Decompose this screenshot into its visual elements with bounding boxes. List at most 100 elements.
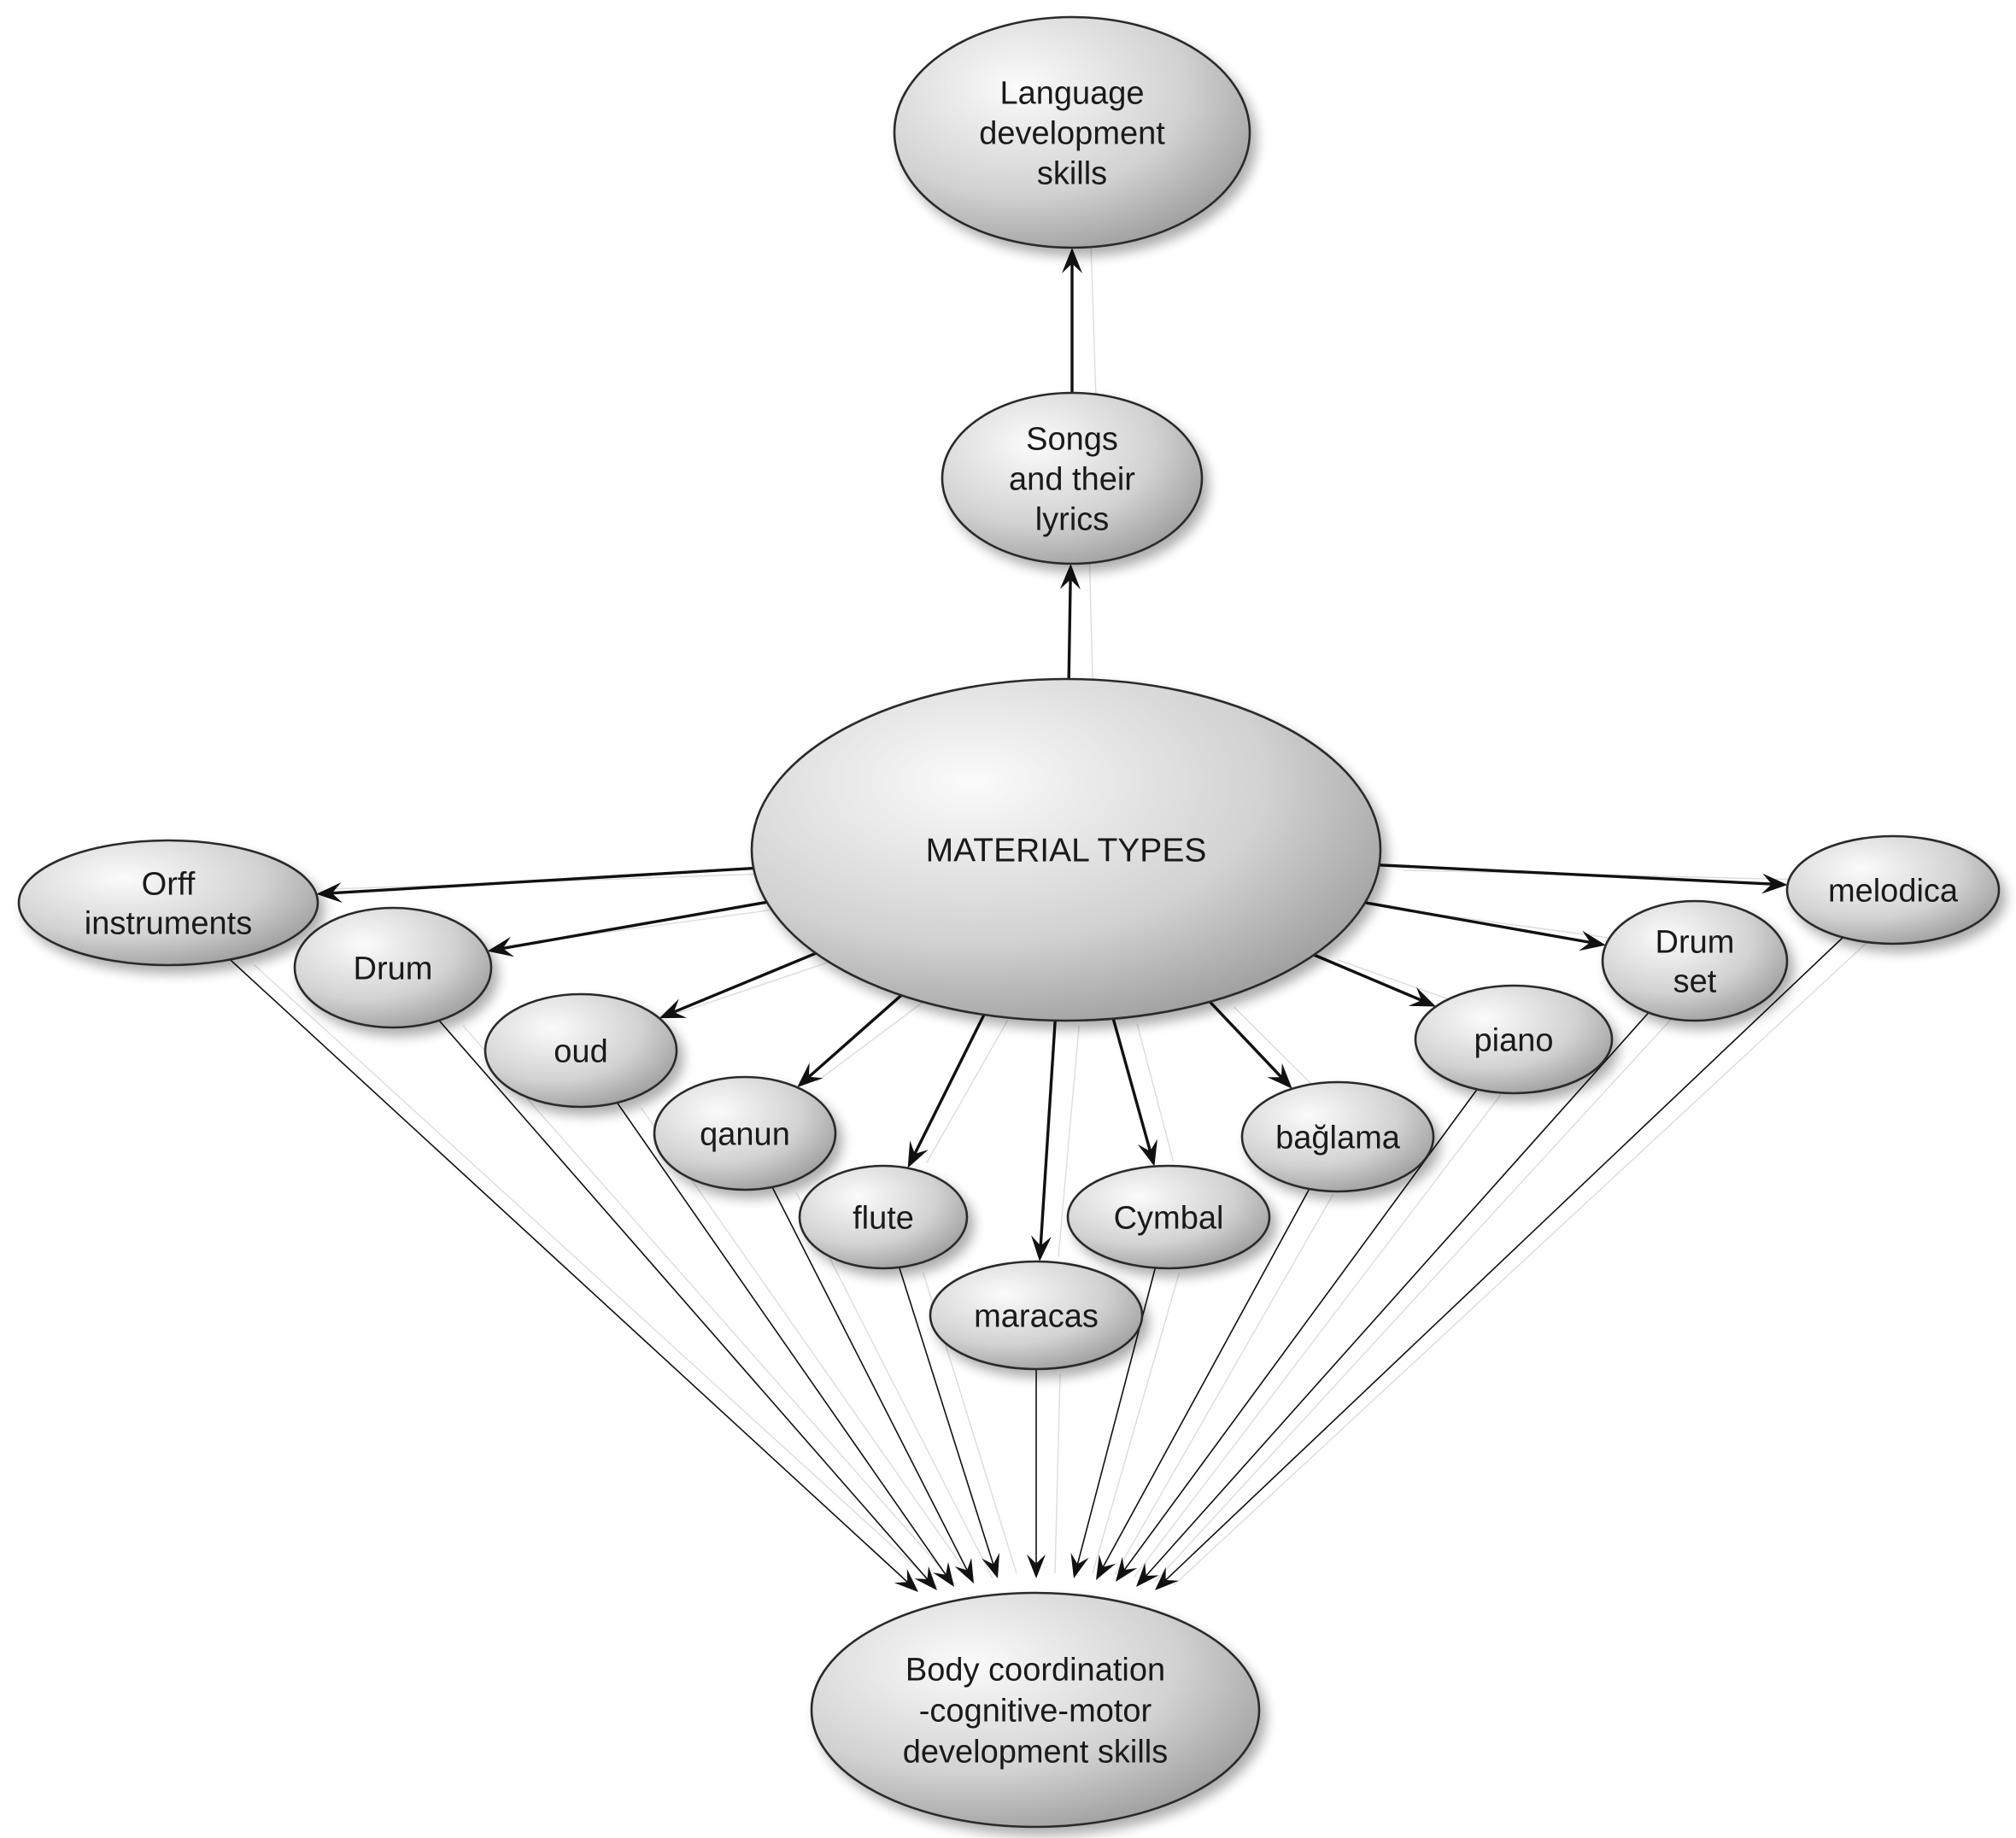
arrowhead-material-to-songs — [1059, 564, 1081, 590]
drumset-label-line: Drum — [1656, 924, 1735, 960]
drumset-label-line: set — [1673, 963, 1717, 999]
edge-material-to-qanun — [807, 994, 903, 1079]
body-label-line: -cognitive-motor — [919, 1693, 1152, 1729]
baglama-label-line: bağlama — [1275, 1120, 1401, 1156]
arrowhead-songs-to-language — [1062, 248, 1082, 273]
flute-node[interactable]: flute — [798, 1164, 969, 1270]
arrowhead-maracas-to-body — [1027, 1554, 1046, 1578]
songs-ellipse — [941, 391, 1204, 565]
maracas-node[interactable]: maracas — [929, 1260, 1144, 1371]
edge-shadow-material-piano — [1337, 959, 1456, 1003]
arrowhead-drum-to-body — [914, 1566, 937, 1590]
edge-oud-to-body — [616, 1102, 947, 1576]
oud-node[interactable]: oud — [483, 992, 678, 1109]
edge-shadow-material-maracas — [1058, 1025, 1080, 1257]
cymbal-ellipse — [1066, 1164, 1271, 1270]
cymbal-label-line: Cymbal — [1114, 1200, 1224, 1236]
edge-shadow-maracas-body — [1054, 1373, 1061, 1574]
material-label-line: MATERIAL TYPES — [926, 833, 1207, 869]
edge-shadow-material-qanun — [815, 999, 926, 1083]
body-label-line: development skills — [903, 1734, 1168, 1770]
body-node[interactable]: Body coordination-cognitive-motordevelop… — [810, 1591, 1261, 1829]
language-label-line: skills — [1037, 155, 1107, 191]
edge-material-to-drum — [501, 900, 767, 951]
edge-orff-to-body — [229, 958, 909, 1583]
oud-label-line: oud — [554, 1033, 607, 1069]
cymbal-node[interactable]: Cymbal — [1066, 1164, 1271, 1270]
edge-shadow-melodica-body — [1173, 942, 1867, 1586]
baglama-node[interactable]: bağlama — [1240, 1080, 1435, 1193]
arrowhead-orff-to-body — [894, 1569, 918, 1592]
edge-material-to-baglama — [1209, 1000, 1283, 1079]
edge-material-to-oud — [672, 951, 817, 1014]
arrowhead-oud-to-body — [933, 1561, 954, 1587]
orff-ellipse — [17, 839, 319, 967]
edge-flute-to-body — [898, 1267, 994, 1566]
edge-baglama-to-body — [1102, 1188, 1310, 1568]
piano-ellipse — [1414, 984, 1614, 1095]
arrowhead-material-to-orff — [316, 882, 343, 903]
melodica-label-line: melodica — [1828, 873, 1959, 909]
arrowhead-material-to-baglama — [1267, 1062, 1292, 1089]
edge-shadow-drum-body — [462, 1025, 957, 1586]
drum-ellipse — [293, 906, 493, 1029]
melodica-ellipse — [1785, 834, 2001, 945]
drum-node[interactable]: Drum — [293, 906, 493, 1029]
edge-material-to-flute — [913, 1014, 986, 1156]
arrowhead-material-to-melodica — [1761, 873, 1788, 894]
material-node[interactable]: MATERIAL TYPES — [750, 677, 1382, 1022]
songs-label-line: and their — [1009, 461, 1135, 497]
arrowhead-piano-to-body — [1116, 1556, 1138, 1582]
arrowhead-material-to-maracas — [1031, 1235, 1052, 1261]
qanun-node[interactable]: qanun — [653, 1075, 837, 1191]
edge-shadow-material-cymbal — [1136, 1023, 1175, 1162]
arrowhead-material-to-flute — [907, 1140, 929, 1168]
arrowhead-baglama-to-body — [1096, 1554, 1116, 1580]
piano-node[interactable]: piano — [1414, 984, 1614, 1095]
orff-label-line: Orff — [142, 866, 196, 902]
edge-drum-to-body — [438, 1020, 929, 1580]
maracas-label-line: maracas — [974, 1298, 1099, 1334]
edge-material-to-drumset — [1364, 901, 1591, 945]
arrowhead-material-to-qanun — [797, 1062, 823, 1088]
edge-layer — [229, 248, 1844, 1592]
drum-label-line: Drum — [354, 951, 433, 986]
qanun-ellipse — [653, 1075, 837, 1191]
flute-ellipse — [798, 1164, 969, 1270]
oud-ellipse — [483, 992, 678, 1109]
drumset-ellipse — [1601, 899, 1789, 1022]
arrowhead-flute-to-body — [982, 1553, 999, 1578]
melodica-node[interactable]: melodica — [1785, 834, 2001, 945]
maracas-ellipse — [929, 1260, 1144, 1371]
edge-material-to-orff — [331, 866, 754, 895]
songs-label-line: Songs — [1026, 421, 1118, 457]
orff-label-line: instruments — [85, 905, 252, 941]
edge-material-to-cymbal — [1111, 1018, 1152, 1152]
arrowhead-material-to-drum — [487, 936, 515, 957]
material-ellipse — [750, 677, 1382, 1022]
edge-shadow-orff-body — [253, 963, 938, 1588]
edge-shadow-material-flute — [925, 1019, 1009, 1163]
edge-material-to-melodica — [1379, 863, 1773, 886]
arrowhead-qanun-to-body — [954, 1558, 974, 1583]
arrowhead-melodica-to-body — [1155, 1566, 1179, 1590]
edge-drumset-to-body — [1145, 1012, 1650, 1578]
edge-material-to-piano — [1313, 953, 1423, 1002]
edge-melodica-to-body — [1164, 936, 1844, 1581]
language-node[interactable]: Language development skills — [893, 15, 1251, 249]
language-label-line: Language — [999, 75, 1144, 111]
edge-shadow-songs-language — [1090, 242, 1097, 399]
arrowhead-material-to-piano — [1408, 986, 1436, 1007]
baglama-ellipse — [1240, 1080, 1435, 1193]
edge-shadow-material-songs — [1088, 558, 1093, 685]
language-ellipse — [893, 15, 1251, 249]
language-label-line: development — [979, 115, 1165, 151]
arrowhead-material-to-oud — [659, 998, 687, 1019]
edge-shadow-cymbal-body — [1092, 1273, 1181, 1574]
arrowhead-material-to-cymbal — [1137, 1139, 1157, 1167]
